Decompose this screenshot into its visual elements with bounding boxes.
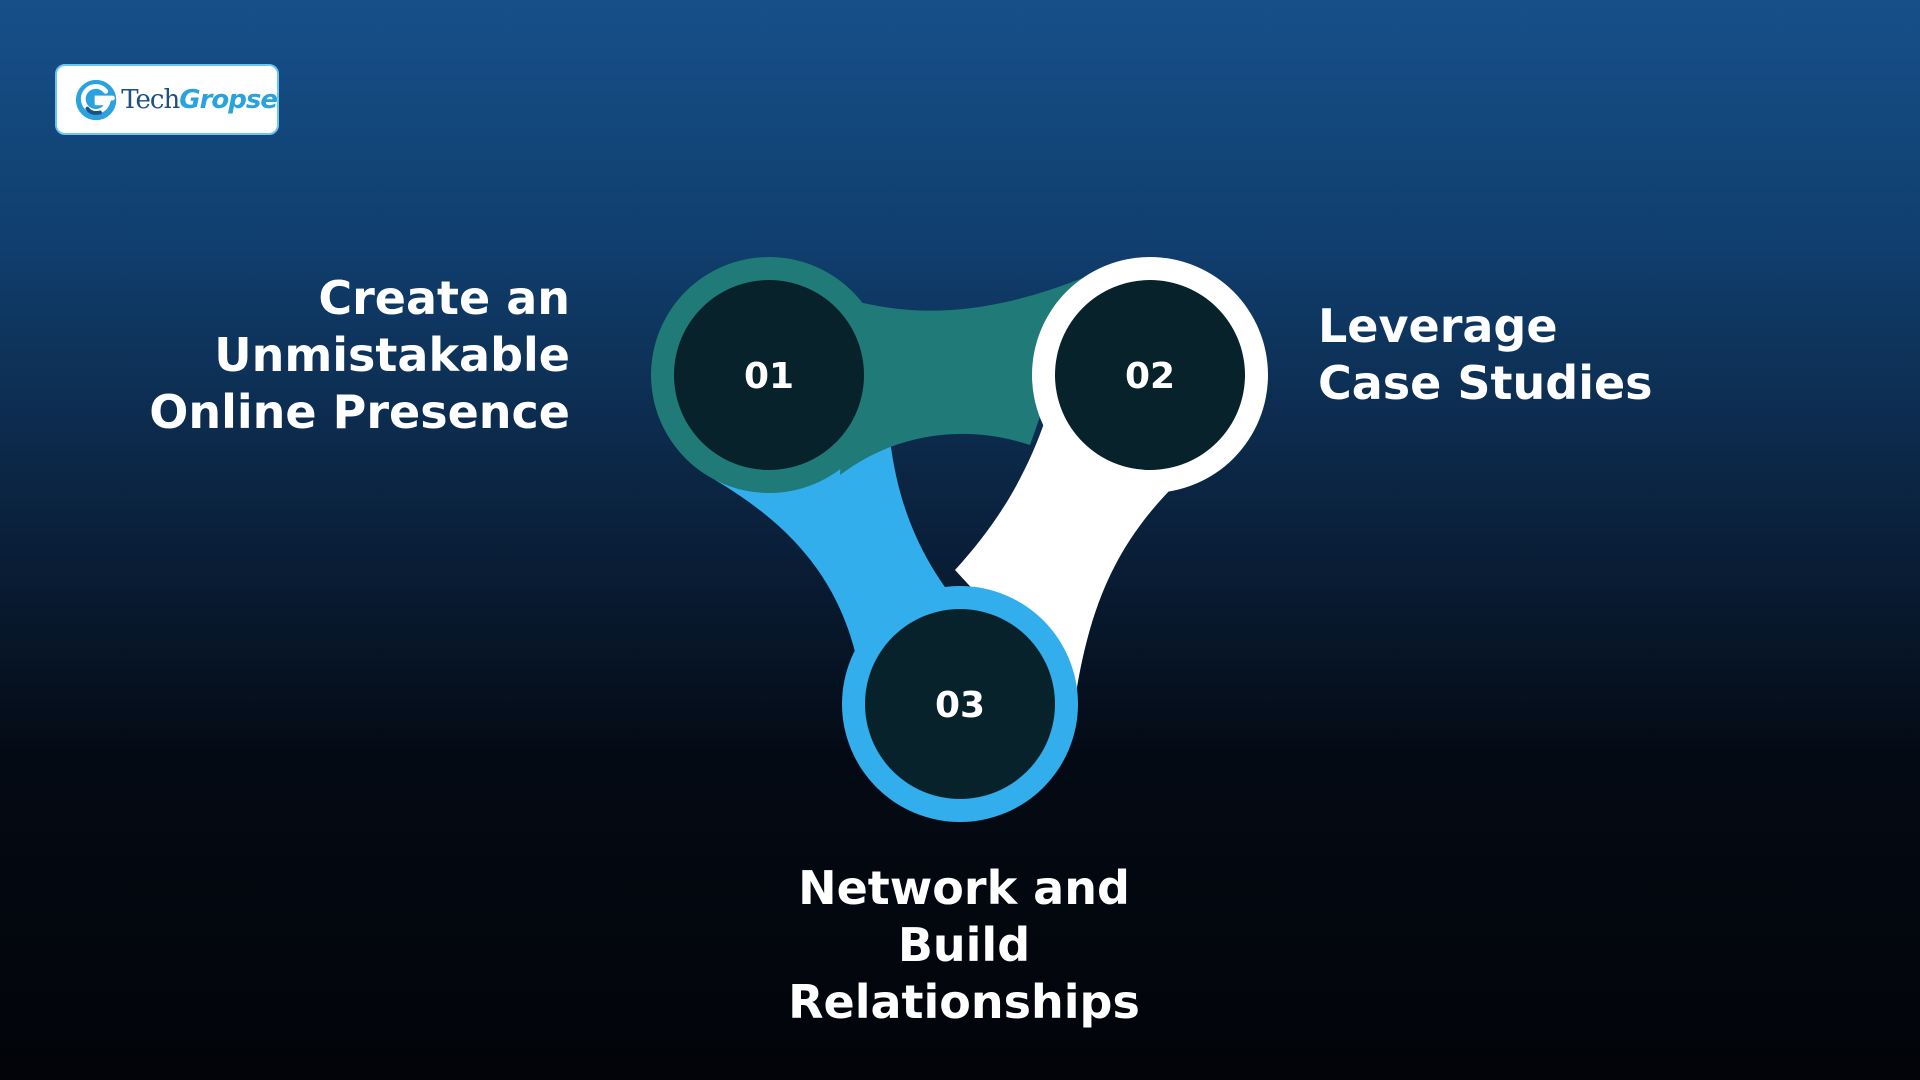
techgropse-logo: TechGropse	[55, 64, 279, 135]
step-01-title-line: Create an	[318, 271, 570, 325]
step-01-title-line: Unmistakable	[214, 328, 570, 382]
logo-word-gropse: Gropse	[179, 84, 278, 115]
logo-word-tech: Tech	[121, 84, 180, 115]
link-teal	[840, 275, 1090, 475]
node-01-core	[674, 280, 864, 470]
step-02-title-line: Case Studies	[1318, 356, 1653, 410]
step-03-title: Network and Build Relationships	[744, 860, 1184, 1031]
node-03-core	[865, 609, 1055, 799]
g-logo-icon	[75, 79, 117, 120]
step-01-title-line: Online Presence	[149, 385, 570, 439]
node-01-number: 01	[744, 356, 794, 397]
node-02-core	[1055, 280, 1245, 470]
node-01: 01	[651, 257, 887, 493]
step-03-title-line: Relationships	[788, 975, 1140, 1029]
node-02-number: 02	[1125, 356, 1175, 397]
step-02-title-line: Leverage	[1318, 299, 1558, 353]
node-02: 02	[1032, 257, 1268, 493]
logo-wordmark: TechGropse	[121, 84, 278, 115]
step-02-title: Leverage Case Studies	[1318, 298, 1653, 412]
step-01-title: Create an Unmistakable Online Presence	[149, 270, 570, 441]
node-03-number: 03	[935, 685, 985, 726]
step-03-title-line: Network and Build	[798, 861, 1130, 972]
node-03: 03	[842, 586, 1078, 822]
